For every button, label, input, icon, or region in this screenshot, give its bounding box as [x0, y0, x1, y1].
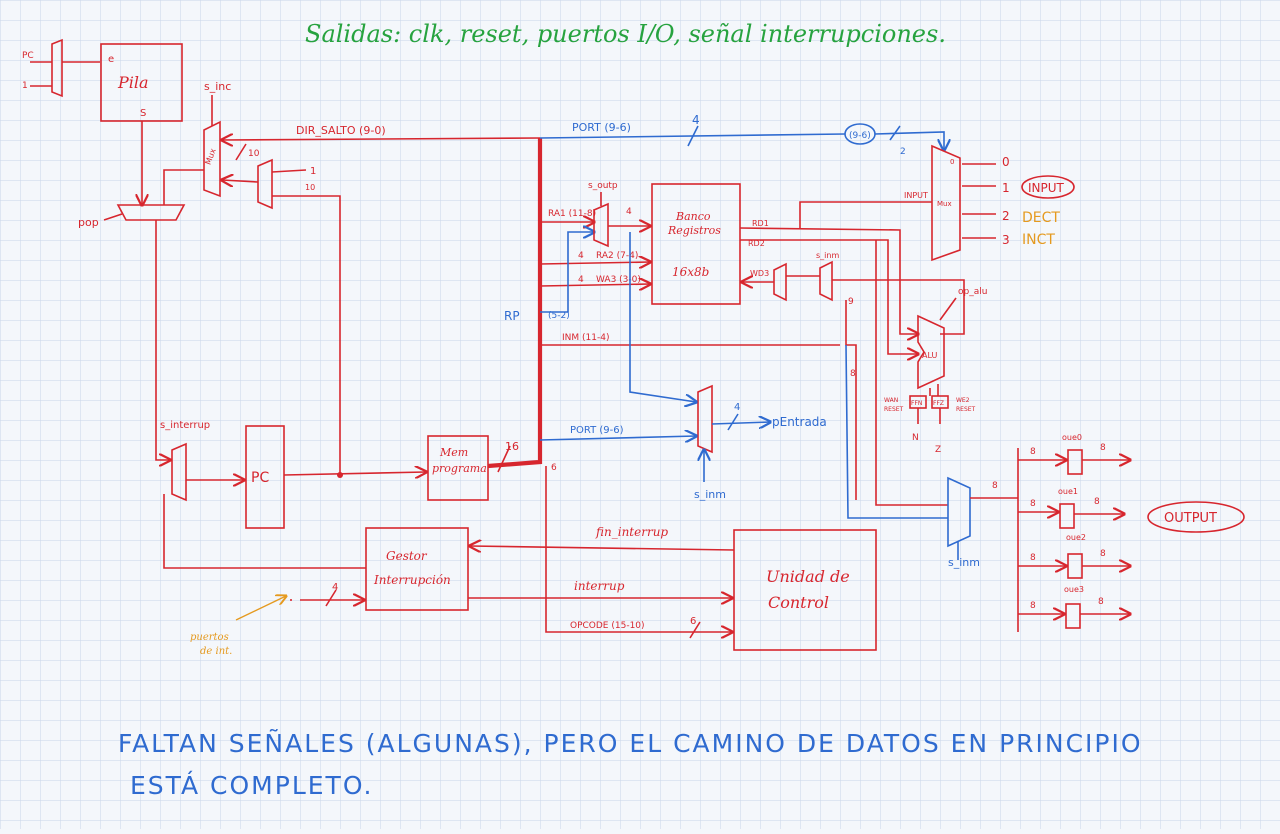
s-outp-label: s_outp: [588, 181, 618, 191]
banco-label-2: Registros: [667, 224, 721, 237]
rd1-label: RD1: [752, 219, 769, 228]
out-reg-3-label: oue3: [1064, 585, 1084, 594]
inm-label: INM (11-4): [562, 333, 609, 343]
w9-label: 9: [848, 297, 854, 307]
out-reg-2-in-w: 8: [1030, 553, 1036, 563]
pentrada-label: pEntrada: [772, 415, 827, 429]
port-sel-label: (9-6): [849, 131, 871, 141]
header-text: Salidas: clk, reset, puertos I/O, señal …: [305, 20, 946, 48]
out-reg-2-w: 8: [1100, 549, 1106, 559]
mem-label-2: programa: [432, 462, 487, 475]
w10a-label: 10: [248, 149, 260, 159]
input-wire-label: INPUT: [904, 191, 928, 200]
pila-label: Pila: [117, 73, 149, 92]
out-reg-2-label: oue2: [1066, 533, 1086, 542]
output-label: OUTPUT: [1164, 511, 1217, 526]
pc-in-label: PC: [22, 51, 34, 61]
out-reg-1-w: 8: [1094, 497, 1100, 507]
ra1-label: RA1 (11-8): [548, 209, 596, 219]
port-in-2-name: DECT: [1022, 210, 1060, 226]
w8a-label: 8: [850, 369, 856, 379]
reset2-label: RESET: [956, 406, 976, 413]
port-top-label: PORT (9-6): [572, 121, 631, 134]
ra52-label: (5-2): [548, 311, 570, 321]
s-inm-b-label: s_inm: [694, 488, 726, 501]
w2-label: 2: [900, 147, 906, 157]
dir-salto-label: DIR_SALTO (9-0): [296, 124, 386, 137]
w4-ra1-label: 4: [626, 207, 632, 217]
s-inm-a-label: s_inm: [948, 556, 980, 569]
we2-label: WE2: [956, 397, 970, 404]
pop-label: pop: [78, 216, 99, 229]
w4-int-label: 4: [332, 582, 338, 593]
op-alu-label: op_alu: [958, 287, 987, 297]
banco-label-3: 16x8b: [672, 265, 709, 279]
pila-s-label: S: [140, 108, 146, 119]
opcode-label: OPCODE (15-10): [570, 621, 645, 631]
puertos-label-1: puertos: [190, 632, 229, 643]
port-in-2-num: 2: [1002, 209, 1010, 223]
gestor-label-1: Gestor: [386, 549, 428, 563]
port-in-3-num: 3: [1002, 233, 1010, 247]
s-interrup-label: s_interrup: [160, 420, 210, 431]
ra2-label: RA2 (7-4): [596, 251, 638, 261]
pc-label: PC: [251, 470, 269, 486]
pc-junction: [337, 472, 343, 478]
alu-label: ALU: [922, 351, 938, 360]
out-reg-1-label: oue1: [1058, 487, 1078, 496]
out-reg-0-label: oue0: [1062, 433, 1082, 442]
port-mid-label: PORT (9-6): [570, 425, 624, 436]
banco-label-1: Banco: [675, 210, 711, 223]
out-reg-1-in-w: 8: [1030, 499, 1036, 509]
footer-line-2: ESTÁ COMPLETO.: [130, 771, 373, 800]
w4-pentrada-label: 4: [734, 402, 740, 413]
mem-label-1: Mem: [439, 446, 468, 459]
rp-label: RP: [504, 309, 520, 323]
uc-label-2: Control: [768, 593, 829, 612]
puertos-label-2: de int.: [200, 646, 232, 657]
s-inc-label: s_inc: [204, 80, 231, 93]
out-reg-3-w: 8: [1098, 597, 1104, 607]
port-in-3-name: INCT: [1022, 232, 1055, 248]
wan-label: WAN: [884, 397, 898, 404]
interrup-label: interrup: [574, 579, 625, 593]
one-label: 1: [22, 81, 28, 91]
adder-one-label: 1: [310, 166, 316, 177]
port-in-1-name: INPUT: [1028, 181, 1065, 195]
fin-interrup-label: fin_interrup: [595, 525, 668, 539]
pila-e-label: e: [108, 54, 114, 65]
out-reg-0-in-w: 8: [1030, 447, 1036, 457]
w6-opcode-label: 6: [690, 616, 696, 627]
w4-top-label: 4: [692, 113, 700, 127]
s-inm-top-label: s_inm: [816, 251, 839, 260]
w6-bus-label: 6: [551, 463, 557, 473]
reset1-label: RESET: [884, 406, 904, 413]
out-reg-3-in-w: 8: [1030, 601, 1036, 611]
ffz-label: FFZ: [933, 400, 944, 407]
port-in-1-num: 1: [1002, 181, 1010, 195]
wa3-label: WA3 (3-0): [596, 275, 641, 285]
port-mux-label: Mux: [937, 200, 952, 208]
ffn-label: FFN: [911, 400, 922, 407]
z-label: Z: [935, 445, 941, 455]
gestor-label-2: Interrupción: [373, 573, 451, 587]
w10b-label: 10: [305, 183, 315, 192]
out-reg-0-w: 8: [1100, 443, 1106, 453]
port-in-0-num: 0: [1002, 155, 1010, 169]
w4c-label: 4: [578, 275, 584, 285]
wd3-label: WD3: [750, 269, 769, 278]
w8b-label: 8: [992, 481, 998, 491]
w4b-label: 4: [578, 251, 584, 261]
port-in-0-num-small: 0: [950, 158, 954, 166]
n-label: N: [912, 433, 919, 443]
footer-line-1: FALTAN SEÑALES (ALGUNAS), PERO EL CAMINO…: [118, 728, 1143, 758]
uc-label-1: Unidad de: [766, 567, 850, 586]
